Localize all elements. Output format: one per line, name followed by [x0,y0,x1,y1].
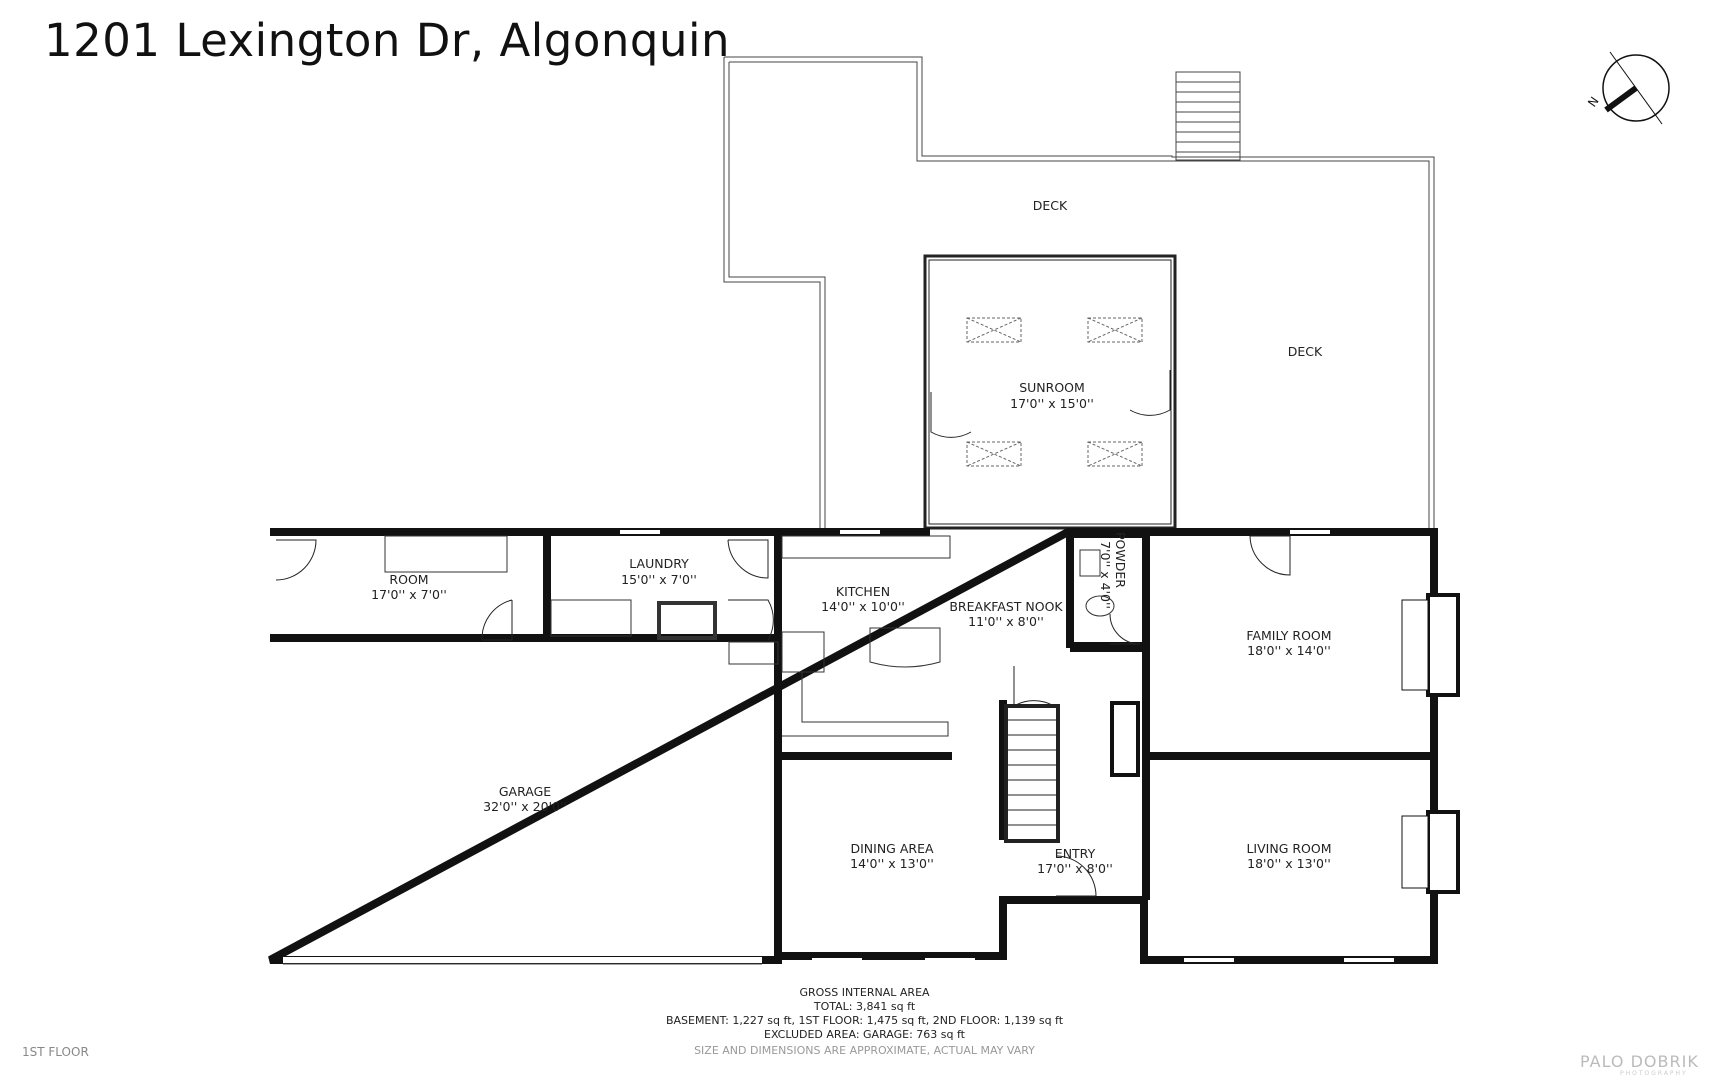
footer-gross-area: GROSS INTERNAL AREA [799,986,930,999]
page-title: 1201 Lexington Dr, Algonquin [44,14,730,67]
footer-floors: BASEMENT: 1,227 sq ft, 1ST FLOOR: 1,475 … [665,1014,1064,1027]
laundry-label: LAUNDRY [629,556,689,571]
dining-area-dims: 14'0'' x 13'0'' [850,856,934,871]
interior-stairs [1004,704,1060,843]
deck-right-label: DECK [1288,344,1323,359]
powder-dims: 7'0'' x 4'0'' [1098,541,1113,609]
entry-dims: 17'0'' x 8'0'' [1037,861,1113,876]
sunroom-dims: 17'0'' x 15'0'' [1010,396,1094,411]
deck-top-label: DECK [1033,198,1068,213]
footer-total: TOTAL: 3,841 sq ft [813,1000,916,1013]
garage-dims: 32'0'' x 20'0'' [483,799,567,814]
fireplaces [1110,593,1460,894]
deck-stairs [1175,71,1241,161]
footer-disclaimer: SIZE AND DIMENSIONS ARE APPROXIMATE, ACT… [694,1044,1035,1057]
kitchen-label: KITCHEN [836,584,890,599]
garage-label: GARAGE [499,784,551,799]
watermark-logo: PALO DOBRIK [1580,1052,1699,1071]
footer-excluded: EXCLUDED AREA: GARAGE: 763 sq ft [764,1028,965,1041]
compass-icon [1602,51,1670,125]
windows [268,530,1394,962]
skylights [966,317,1143,467]
kitchen-fixtures [781,535,951,737]
family-room-label: FAMILY ROOM [1246,628,1331,643]
entry-label: ENTRY [1055,846,1096,861]
powder-label: POWDER [1113,532,1128,588]
dining-area-label: DINING AREA [850,841,933,856]
kitchen-dims: 14'0'' x 10'0'' [821,599,905,614]
room-label: ROOM [389,572,428,587]
laundry-fixtures [384,535,779,665]
breakfast-nook-dims: 11'0'' x 8'0'' [968,614,1044,629]
room-dims: 17'0'' x 7'0'' [371,587,447,602]
sunroom-label: SUNROOM [1019,380,1085,395]
sunroom-doors [930,370,1171,438]
compass-label: N [1585,94,1602,109]
watermark-sub: PHOTOGRAPHY [1620,1070,1688,1077]
interior-doors [275,535,1291,897]
powder-fixtures [1066,534,1148,646]
living-room-label: LIVING ROOM [1246,841,1331,856]
family-room-dims: 18'0'' x 14'0'' [1247,643,1331,658]
breakfast-nook-label: BREAKFAST NOOK [949,599,1063,614]
deck-outline [723,56,1435,532]
living-room-dims: 18'0'' x 13'0'' [1247,856,1331,871]
floor-label: 1ST FLOOR [22,1045,89,1059]
sunroom-walls [923,254,1177,530]
laundry-dims: 15'0'' x 7'0'' [621,572,697,587]
